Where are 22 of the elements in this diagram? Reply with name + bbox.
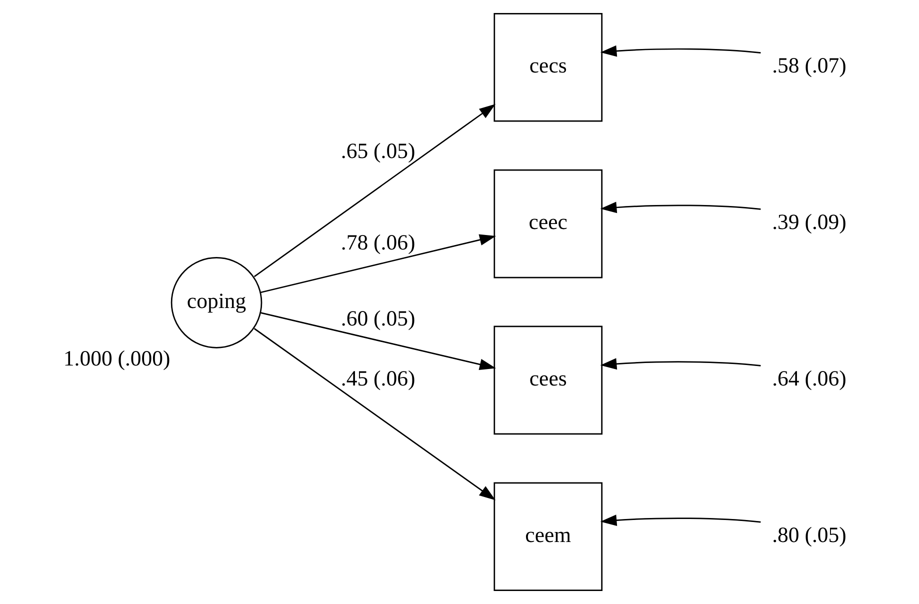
edge-label: .60 (.05) (340, 306, 415, 331)
arrow (253, 328, 496, 500)
node-text: .64 (.06) (772, 366, 846, 390)
node-box: cecs (493, 12, 602, 122)
node-text: .39 (.09) (772, 210, 846, 234)
edge-label: .78 (.06) (340, 230, 415, 254)
arrow (600, 202, 760, 214)
edge-label: .65 (.05) (340, 139, 415, 164)
arrow (600, 45, 760, 57)
node-box: cees (493, 326, 602, 435)
arrow (600, 358, 760, 370)
arrow (253, 104, 496, 278)
node-box: ceec (493, 169, 602, 278)
node-box: ceem (493, 482, 602, 592)
node-circle: coping (170, 257, 262, 348)
node-label: 1.000 (.000) (62, 346, 170, 370)
arrow (260, 312, 496, 370)
node-text: .58 (.07) (772, 54, 846, 78)
node-text: .80 (.05) (772, 522, 846, 547)
arrow (260, 234, 496, 294)
edge-label: .45 (.06) (340, 366, 415, 390)
arrow (600, 514, 760, 526)
